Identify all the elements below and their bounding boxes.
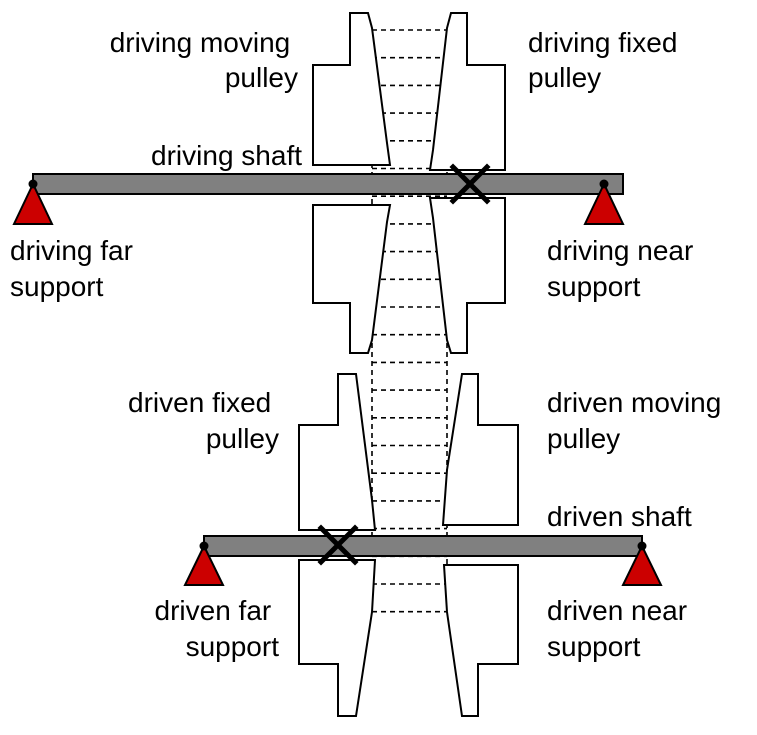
- driven-fixed-pulley-cross-marker: [317, 524, 359, 566]
- label-driving-shaft: driving shaft: [151, 140, 302, 171]
- label-driving-fixed-pulley: driving fixed pulley: [528, 27, 685, 93]
- label-driven-far-support: driven far support: [155, 595, 280, 662]
- driving-fixed-pulley-cross-marker: [449, 163, 491, 205]
- driven-fixed-pulley: [298, 373, 377, 717]
- label-driving-moving-pulley: driving moving pulley: [110, 27, 298, 93]
- label-driven-near-support: driven near support: [547, 595, 695, 662]
- label-driving-far-support: driving far support: [10, 235, 141, 302]
- label-driven-fixed-pulley: driven fixed pulley: [128, 387, 279, 454]
- driven-near-support: [621, 541, 663, 586]
- driving-near-support: [583, 179, 625, 225]
- driving-moving-pulley: [312, 12, 392, 354]
- label-driven-shaft: driven shaft: [547, 501, 692, 532]
- label-driving-near-support: driving near support: [547, 235, 701, 302]
- driving-shaft: [32, 173, 624, 195]
- driven-far-support: [183, 541, 225, 586]
- label-driven-moving-pulley: driven moving pulley: [547, 387, 729, 454]
- driving-far-support: [12, 179, 54, 225]
- driven-moving-pulley: [441, 373, 519, 717]
- driving-fixed-pulley: [428, 12, 506, 354]
- driven-shaft: [203, 535, 643, 557]
